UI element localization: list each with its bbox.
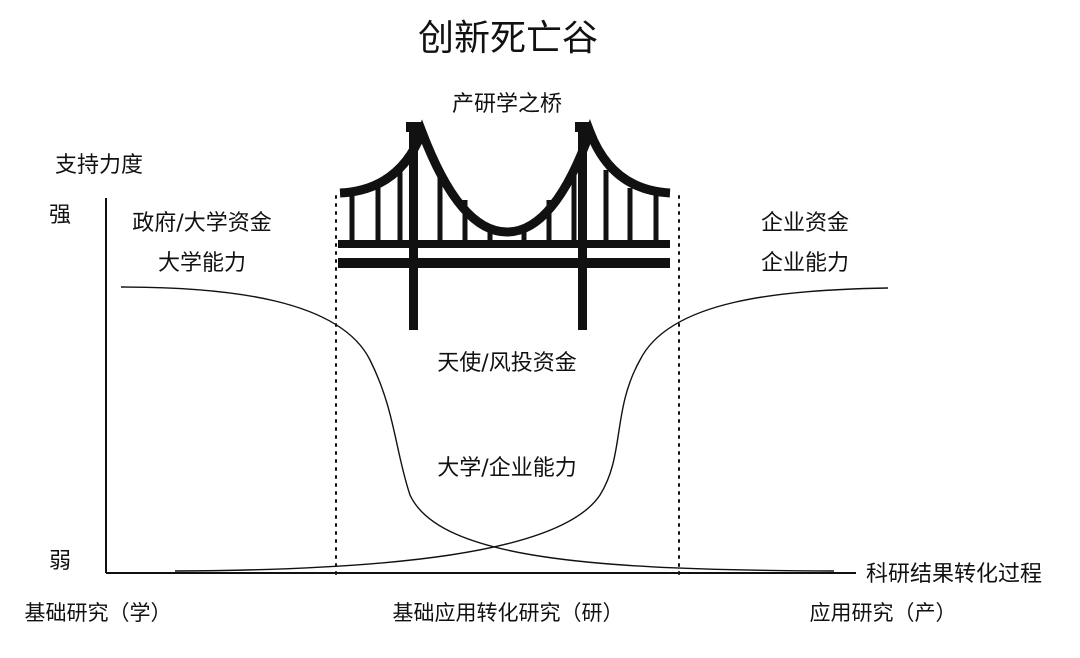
right-label-capability: 企业能力 xyxy=(761,251,849,276)
curve-university-support xyxy=(120,286,835,572)
curve-enterprise-support xyxy=(174,287,889,572)
right-label-funding: 企业资金 xyxy=(761,211,849,236)
y-axis-low-label: 弱 xyxy=(49,549,71,574)
y-axis-title: 支持力度 xyxy=(55,153,143,178)
bridge-icon xyxy=(338,119,671,330)
stage-applied-research: 应用研究（产） xyxy=(810,601,957,625)
y-axis-high-label: 强 xyxy=(49,203,71,228)
stage-basic-research: 基础研究（学） xyxy=(25,601,172,625)
diagram-title: 创新死亡谷 xyxy=(418,18,598,59)
stage-applied-translation: 基础应用转化研究（研） xyxy=(393,601,624,625)
middle-label-angel-vc: 天使/风投资金 xyxy=(437,351,576,376)
left-label-capability: 大学能力 xyxy=(158,251,246,276)
middle-label-capability: 大学/企业能力 xyxy=(437,456,576,481)
left-label-funding: 政府/大学资金 xyxy=(132,211,271,236)
bridge-label: 产研学之桥 xyxy=(452,92,562,117)
x-axis-title: 科研结果转化过程 xyxy=(866,562,1042,587)
